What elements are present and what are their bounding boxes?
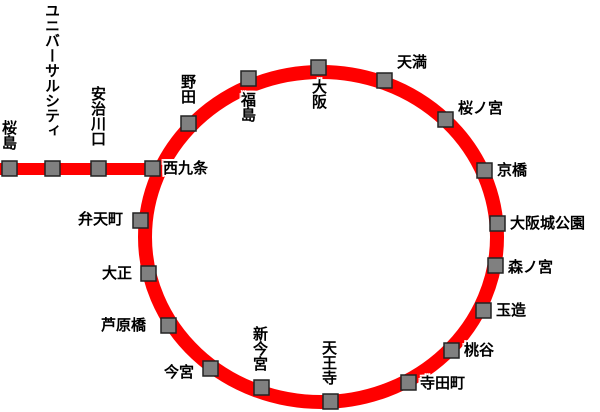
station-marker-sakurajima[interactable] <box>1 160 18 177</box>
station-label-ajikawaguchi[interactable]: 安治川口 <box>89 86 107 146</box>
station-marker-osakajokoen[interactable] <box>489 215 506 232</box>
station-label-kyobashi[interactable]: 京橋 <box>497 161 528 179</box>
station-label-teradacho[interactable]: 寺田町 <box>420 374 466 392</box>
station-marker-imamiya[interactable] <box>202 360 219 377</box>
station-label-sakurajima[interactable]: 桜島 <box>0 120 18 150</box>
station-label-imamiya[interactable]: 今宮 <box>164 363 195 381</box>
station-marker-ajikawaguchi[interactable] <box>90 160 107 177</box>
station-label-sakuranomiya[interactable]: 桜ノ宮 <box>458 99 504 117</box>
station-label-noda[interactable]: 野田 <box>179 74 197 104</box>
station-marker-sakuranomiya[interactable] <box>437 111 454 128</box>
station-label-osaka[interactable]: 大阪 <box>310 79 328 109</box>
station-marker-momodani[interactable] <box>443 342 460 359</box>
station-label-fukushima[interactable]: 福島 <box>239 92 257 122</box>
station-label-tamatsukuri[interactable]: 玉造 <box>496 301 527 319</box>
station-label-temma[interactable]: 天満 <box>397 53 428 71</box>
station-marker-fukushima[interactable] <box>240 70 257 87</box>
station-label-ashiharabashi[interactable]: 芦原橋 <box>101 316 147 334</box>
station-marker-nishikujo[interactable] <box>144 160 161 177</box>
station-marker-tamatsukuri[interactable] <box>475 302 492 319</box>
station-marker-taisho[interactable] <box>140 265 157 282</box>
station-label-taisho[interactable]: 大正 <box>102 264 133 282</box>
station-marker-ashiharabashi[interactable] <box>160 317 177 334</box>
station-marker-kyobashi[interactable] <box>476 162 493 179</box>
station-label-universal-city[interactable]: ユニバーサルシティ <box>43 3 61 138</box>
station-marker-tennoji[interactable] <box>322 393 339 410</box>
station-label-osakajokoen[interactable]: 大阪城公園 <box>510 214 586 232</box>
station-label-tennoji[interactable]: 天王寺 <box>320 340 338 385</box>
station-marker-temma[interactable] <box>376 72 393 89</box>
station-label-bentencho[interactable]: 弁天町 <box>78 210 124 228</box>
station-marker-universal-city[interactable] <box>44 160 61 177</box>
station-label-morinomiya[interactable]: 森ノ宮 <box>508 258 554 276</box>
station-label-nishikujo[interactable]: 西九条 <box>163 159 209 177</box>
station-label-shin-imamiya[interactable]: 新今宮 <box>251 326 269 371</box>
station-marker-morinomiya[interactable] <box>487 257 504 274</box>
station-label-momodani[interactable]: 桃谷 <box>464 341 495 359</box>
station-marker-osaka[interactable] <box>310 59 327 76</box>
station-marker-shin-imamiya[interactable] <box>253 379 270 396</box>
station-marker-noda[interactable] <box>180 115 197 132</box>
station-marker-bentencho[interactable] <box>132 212 149 229</box>
station-marker-teradacho[interactable] <box>400 374 417 391</box>
